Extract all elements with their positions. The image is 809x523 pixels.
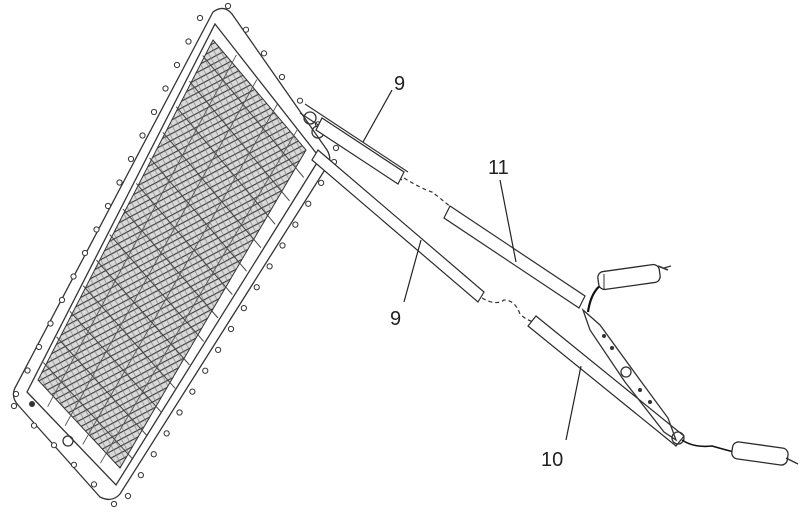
panel-knob	[196, 14, 204, 22]
label-10: 10	[541, 449, 563, 471]
panel-knob	[253, 284, 260, 291]
panel-knob	[110, 500, 118, 508]
panel-grid-line	[109, 234, 205, 342]
panel-knob	[318, 179, 325, 186]
panel-fixture-dot	[29, 401, 35, 407]
panel-knob	[260, 50, 268, 57]
panel-knob	[163, 430, 170, 437]
panel-knob	[35, 343, 43, 351]
panel-knob	[137, 472, 144, 479]
leader-10	[565, 365, 582, 441]
panel-knob	[224, 2, 232, 10]
panel-knob	[139, 132, 146, 139]
panel-outer-frame	[12, 7, 331, 501]
reference-labels: 9 11 9 10	[362, 73, 582, 471]
panel-knob	[305, 200, 312, 207]
panel-knob	[185, 38, 192, 45]
panel-knob	[93, 226, 100, 233]
panel-knob	[215, 346, 222, 353]
panel-knob	[332, 144, 340, 152]
lower-rod-assembly	[311, 149, 685, 447]
panel-knob	[116, 179, 123, 186]
label-11: 11	[488, 157, 509, 179]
panel-knob	[12, 390, 20, 398]
lower-tube-9	[311, 149, 485, 303]
panel-knob	[127, 155, 135, 163]
panel-grid-line	[96, 259, 190, 366]
panel-grid-lines	[42, 54, 305, 464]
panel-knob	[30, 422, 38, 429]
upper-hinge	[303, 111, 317, 125]
leader-11	[499, 179, 517, 263]
panel-knob	[292, 221, 299, 228]
lower-handle	[681, 439, 799, 466]
lower-dashed-connection	[481, 297, 535, 323]
panel-grid-line	[135, 183, 233, 295]
panel-grid-line	[42, 362, 133, 459]
panel-grid-line	[47, 54, 237, 408]
mesh-panel	[10, 2, 340, 508]
panel-knob	[202, 367, 209, 374]
label-9-lower: 9	[390, 308, 401, 330]
panel-knob	[70, 273, 77, 280]
panel-grid-line	[189, 80, 290, 202]
panel-knob	[47, 320, 54, 327]
panel-fixture	[62, 435, 74, 447]
label-9-upper: 9	[394, 73, 405, 95]
panel-knob	[150, 108, 158, 116]
upper-handle	[586, 263, 672, 313]
panel-grid-line	[56, 336, 147, 436]
upper-rod-assembly	[299, 103, 586, 309]
panel-knob	[227, 325, 235, 333]
panel-grid-line	[202, 55, 305, 178]
panel-knob	[242, 26, 250, 33]
upper-dashed-connection	[403, 177, 453, 209]
panel-grid-line	[82, 104, 278, 445]
panel-knob	[296, 97, 304, 104]
tube-10	[527, 315, 685, 447]
panel-grid-line	[69, 310, 162, 413]
leader-9-lower	[403, 239, 422, 303]
leader-9-upper	[362, 89, 393, 143]
panel-knob	[266, 263, 273, 270]
panel-knob	[58, 296, 66, 304]
panel-knob	[150, 451, 157, 458]
panel-knob	[81, 249, 89, 257]
panel-grid-line	[82, 285, 176, 389]
panel-knob	[173, 61, 181, 69]
panel-grid-line	[175, 106, 276, 225]
panel-grid-line	[100, 128, 298, 464]
panel-knob	[176, 409, 183, 416]
panel-grid-line	[162, 131, 262, 249]
panel-knob	[50, 442, 58, 449]
panel-knob	[240, 305, 247, 312]
panel-knob	[279, 242, 286, 249]
panel-edge-knobs	[10, 2, 340, 508]
joint-assembly	[581, 307, 685, 445]
panel-grid-line	[149, 157, 247, 272]
panel-knob	[10, 402, 18, 410]
panel-inner-frame	[26, 22, 321, 487]
panel-knob	[70, 461, 78, 468]
panel-knob	[278, 73, 286, 81]
panel-knob	[90, 481, 98, 488]
panel-knob	[162, 85, 169, 92]
joint-bracket	[581, 307, 678, 442]
panel-grid-line	[64, 79, 258, 426]
panel-knob	[104, 202, 112, 210]
panel-knob	[24, 367, 31, 374]
panel-knob	[189, 388, 196, 395]
panel-grid-line	[122, 208, 219, 319]
panel-knob	[124, 492, 132, 500]
end-pivot	[671, 431, 685, 445]
mesh-surface	[37, 39, 307, 469]
upper-tube-9	[315, 117, 405, 185]
